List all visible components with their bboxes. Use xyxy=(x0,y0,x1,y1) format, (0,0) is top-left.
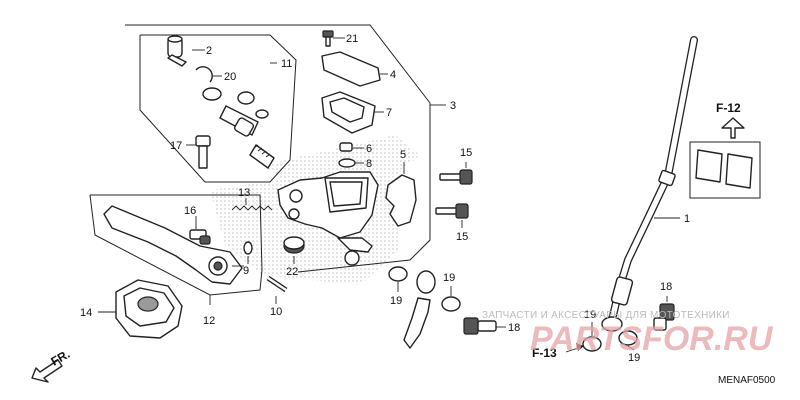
ref-box-f12 xyxy=(689,117,761,199)
watermark-logo: PARTSFOR.RU xyxy=(530,320,774,358)
callout-18-b: 18 xyxy=(660,281,672,293)
part-brake-hose-1 xyxy=(601,36,698,332)
part-screw-6 xyxy=(339,142,353,152)
frame-assembly-3 xyxy=(125,24,431,273)
part-master-cylinder-body xyxy=(277,171,379,266)
callout-16: 16 xyxy=(184,205,196,217)
part-spring-9 xyxy=(243,241,253,255)
callout-8: 8 xyxy=(366,158,372,170)
diagram-code: MENAF0500 xyxy=(718,375,776,386)
callout-12: 12 xyxy=(203,315,215,327)
callout-4: 4 xyxy=(390,69,396,81)
part-clamp-bolt-15-lower xyxy=(435,203,469,219)
part-banjo-fitting xyxy=(403,270,436,349)
part-clamp-5 xyxy=(385,174,417,227)
callout-3: 3 xyxy=(450,100,456,112)
part-piston-assembly xyxy=(219,91,275,169)
part-brake-lever xyxy=(103,205,243,285)
callout-20: 20 xyxy=(224,71,236,83)
callout-15-upper: 15 xyxy=(460,147,472,159)
callout-5: 5 xyxy=(400,149,406,161)
callout-19-b: 19 xyxy=(443,272,455,284)
part-gasket-8 xyxy=(338,158,356,168)
callout-6: 6 xyxy=(366,143,372,155)
part-adjuster-16 xyxy=(189,229,211,245)
callout-14: 14 xyxy=(80,307,92,319)
part-lever-boot-14 xyxy=(115,279,183,339)
callout-22: 22 xyxy=(286,266,298,278)
part-screw-21 xyxy=(322,30,334,47)
frame-group-12 xyxy=(89,194,263,296)
part-pivot-bolt-17 xyxy=(195,135,211,169)
ref-arrow-f13 xyxy=(565,343,585,353)
callout-19-a: 19 xyxy=(390,295,402,307)
part-pin-10 xyxy=(266,275,288,293)
part-washer-19c xyxy=(582,336,602,352)
part-washer-19b xyxy=(441,296,461,312)
part-collar-22 xyxy=(283,236,305,254)
part-reservoir-cap-4 xyxy=(321,51,381,87)
part-cap-2 xyxy=(167,35,187,67)
callout-11: 11 xyxy=(281,58,292,70)
callout-15-lower: 15 xyxy=(456,231,468,243)
part-circlip-20 xyxy=(195,66,213,83)
ref-label-f12: F-12 xyxy=(716,101,741,115)
callout-19-d: 19 xyxy=(628,352,640,364)
front-direction-arrow xyxy=(31,359,63,383)
ref-label-f13: F-13 xyxy=(532,346,557,360)
part-washer-group-11 xyxy=(202,87,222,101)
callout-9: 9 xyxy=(243,265,249,277)
callout-10: 10 xyxy=(270,306,282,318)
callout-19-c: 19 xyxy=(584,309,596,321)
callout-2: 2 xyxy=(206,45,212,57)
part-washer-19d xyxy=(618,330,638,346)
callout-18-a: 18 xyxy=(508,322,520,334)
part-washer-19a xyxy=(388,266,408,282)
callout-7: 7 xyxy=(386,107,392,119)
callout-13: 13 xyxy=(238,187,250,199)
callout-21: 21 xyxy=(346,33,358,45)
part-clamp-bolt-15-upper xyxy=(439,169,473,185)
watermark-text: ЗАПЧАСТИ И АКСЕССУАРЫ ДЛЯ МОТОТЕХНИКИ xyxy=(482,310,730,321)
callout-17: 17 xyxy=(170,140,182,152)
callout-1: 1 xyxy=(684,213,690,225)
part-banjo-bolt-18a xyxy=(463,317,497,335)
frame-group-11 xyxy=(139,34,297,183)
part-diaphragm-7 xyxy=(321,91,376,134)
part-banjo-bolt-18b xyxy=(653,303,675,331)
part-spring-13 xyxy=(231,205,273,211)
